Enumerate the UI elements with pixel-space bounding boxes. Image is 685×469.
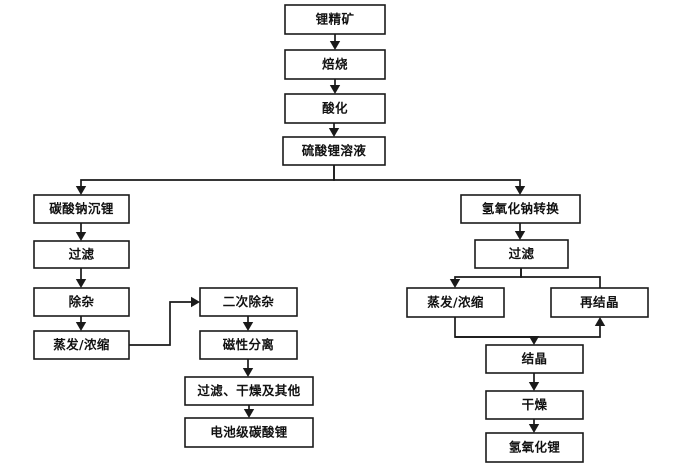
node-box-m1[interactable]	[199, 287, 298, 317]
node-box-r6[interactable]	[485, 390, 584, 420]
node-l3[interactable]: 除杂	[33, 287, 130, 317]
node-box-r2[interactable]	[474, 239, 569, 269]
node-box-r4[interactable]	[550, 287, 649, 318]
edges-layer	[75, 34, 606, 433]
edge-zhengfa-to-ercichuza	[129, 296, 200, 346]
node-box-m2[interactable]	[199, 330, 298, 360]
node-m1[interactable]: 二次除杂	[199, 287, 298, 317]
node-box-l4[interactable]	[33, 330, 130, 360]
node-r6[interactable]: 干燥	[485, 390, 584, 420]
node-n3[interactable]: 酸化	[284, 93, 386, 124]
edge-guolvganzao-to-dianchiji	[243, 405, 255, 418]
node-label-l3: 除杂	[69, 294, 95, 309]
edge-tansuanna-to-guolv	[75, 223, 87, 241]
node-m3[interactable]: 过滤、干燥及其他	[184, 376, 314, 406]
node-label-r2: 过滤	[509, 246, 535, 261]
nodes-layer: 锂精矿焙烧酸化硫酸锂溶液碳酸钠沉锂过滤除杂蒸发/浓缩二次除杂磁性分离过滤、干燥及…	[33, 4, 649, 463]
node-box-m4[interactable]	[184, 417, 314, 448]
node-box-n4[interactable]	[282, 136, 386, 166]
node-box-r1[interactable]	[460, 194, 581, 224]
node-label-m2: 磁性分离	[222, 337, 275, 352]
edge-split-right-to-qingyanghuana	[333, 165, 526, 195]
node-n1[interactable]: 锂精矿	[284, 4, 386, 35]
edge-ercichuza-to-cixingfenli	[242, 316, 254, 331]
edge-guolv-to-chuza	[75, 268, 87, 288]
edge-qingyanghuana-to-guolv	[514, 223, 526, 240]
edge-guolv-to-zhengfanongsuo	[449, 268, 522, 288]
edge-suanhua-to-liuyansuanli	[328, 123, 340, 137]
edge-chuza-to-zhengfa	[75, 316, 87, 331]
node-r7[interactable]: 氢氧化锂	[485, 432, 584, 463]
edge-guolv-to-zaijiejing	[520, 268, 601, 288]
node-box-l2[interactable]	[33, 240, 130, 269]
node-m2[interactable]: 磁性分离	[199, 330, 298, 360]
node-m4[interactable]: 电池级碳酸锂	[184, 417, 314, 448]
node-label-r4: 再结晶	[580, 295, 619, 310]
node-label-l4: 蒸发/浓缩	[53, 337, 110, 352]
node-n4[interactable]: 硫酸锂溶液	[282, 136, 386, 166]
node-r2[interactable]: 过滤	[474, 239, 569, 269]
edge-linjingkuang-to-beishao	[329, 34, 341, 50]
node-label-r7: 氢氧化锂	[509, 440, 561, 455]
node-box-r7[interactable]	[485, 432, 584, 463]
edge-merge-to-zaijiejing	[455, 317, 606, 338]
node-box-n2[interactable]	[284, 49, 386, 80]
node-label-n1: 锂精矿	[316, 12, 355, 27]
edge-beishao-to-suanhua	[329, 79, 341, 94]
node-label-r5: 结晶	[522, 351, 548, 366]
node-box-r3[interactable]	[406, 287, 505, 318]
node-label-n3: 酸化	[322, 101, 348, 116]
node-r4[interactable]: 再结晶	[550, 287, 649, 318]
edge-jiejing-to-ganzao	[528, 373, 540, 391]
node-label-r6: 干燥	[522, 397, 548, 412]
node-label-r1: 氢氧化钠转换	[482, 201, 560, 216]
node-r5[interactable]: 结晶	[485, 344, 584, 374]
node-box-l3[interactable]	[33, 287, 130, 317]
node-l4[interactable]: 蒸发/浓缩	[33, 330, 130, 360]
node-box-r5[interactable]	[485, 344, 584, 374]
node-l1[interactable]: 碳酸钠沉锂	[33, 194, 130, 224]
node-r1[interactable]: 氢氧化钠转换	[460, 194, 581, 224]
edge-cixingfenli-to-guolvganzao	[242, 359, 254, 377]
node-l2[interactable]: 过滤	[33, 240, 130, 269]
node-label-n2: 焙烧	[321, 57, 348, 72]
node-label-m4: 电池级碳酸锂	[210, 425, 288, 440]
edge-split-left-to-tansuanna	[75, 165, 335, 195]
node-box-n3[interactable]	[284, 93, 386, 124]
edge-ganzao-to-qingyanghuali	[528, 419, 540, 433]
node-label-n4: 硫酸锂溶液	[302, 143, 367, 158]
node-box-m3[interactable]	[184, 376, 314, 406]
node-n2[interactable]: 焙烧	[284, 49, 386, 80]
node-label-m1: 二次除杂	[223, 294, 275, 309]
edge-zhengfanongsuo-to-jiejing	[454, 317, 540, 345]
node-box-l1[interactable]	[33, 194, 130, 224]
node-box-n1[interactable]	[284, 4, 386, 35]
node-r3[interactable]: 蒸发/浓缩	[406, 287, 505, 318]
node-label-r3: 蒸发/浓缩	[427, 295, 484, 310]
node-label-l2: 过滤	[69, 247, 95, 262]
node-label-l1: 碳酸钠沉锂	[49, 201, 114, 216]
node-label-m3: 过滤、干燥及其他	[197, 383, 300, 398]
